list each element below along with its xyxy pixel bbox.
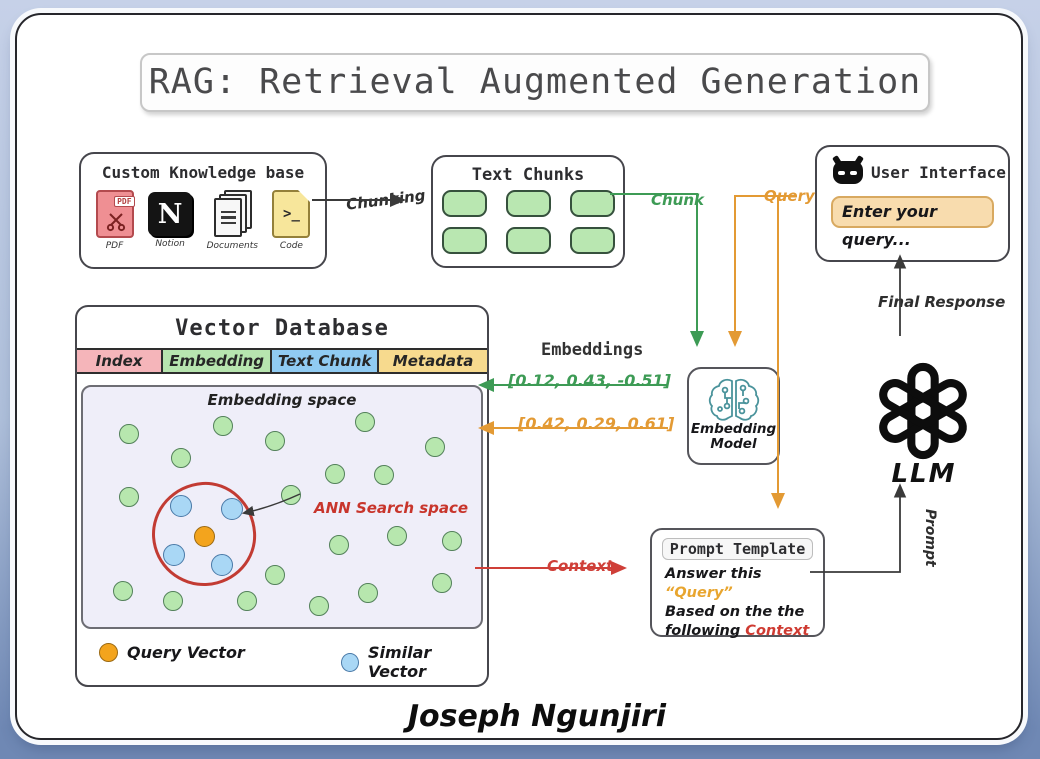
brain-circuit-icon <box>708 378 759 421</box>
bot-icon <box>832 155 864 184</box>
text-chunk <box>505 227 551 254</box>
vector-point <box>432 573 452 593</box>
final-response-label: Final Response <box>878 293 1006 311</box>
chunking-label: Chunking <box>345 186 427 214</box>
source-label: PDF <box>105 241 124 251</box>
embedding-space-title: Embedding space <box>207 391 357 409</box>
vector-point <box>171 448 191 468</box>
page-fold <box>298 190 311 202</box>
text-chunk <box>441 190 487 217</box>
query-input[interactable]: Enter your query... <box>831 196 994 249</box>
source-pdf: PDF PDF <box>95 190 135 251</box>
code-glyph: >_ <box>283 206 300 222</box>
vector-point <box>329 535 349 555</box>
prompt-label: Prompt <box>922 509 938 567</box>
text-chunk <box>569 190 615 217</box>
vector-point <box>265 431 285 451</box>
page-title: RAG: Retrieval Augmented Generation <box>140 53 930 112</box>
vdb-column-index: Index <box>77 350 164 372</box>
legend-label: Query Vector <box>127 643 245 662</box>
vector-point <box>374 465 394 485</box>
diagram-canvas: RAG: Retrieval Augmented Generation Cust… <box>15 13 1023 740</box>
vdb-column-metadata: Metadata <box>379 350 487 372</box>
user-interface-title: User Interface <box>871 163 1006 182</box>
vector-point <box>213 416 233 436</box>
similar-vector-point <box>221 498 243 520</box>
embedding-model-label-2: Model <box>710 436 757 452</box>
vector-point <box>237 591 257 611</box>
user-interface-box: User Interface Enter your query... <box>815 145 1010 262</box>
embedding-space: Embedding space ANN Search space <box>81 385 483 629</box>
source-code: >_ Code <box>272 190 311 251</box>
chunk-embedding-value: [0.12, 0.43, -0.51] <box>508 371 671 390</box>
text-chunk <box>505 190 551 217</box>
legend-label: Similar Vector <box>367 643 432 681</box>
code-file-icon: >_ <box>272 190 311 238</box>
vdb-header-row: Index Embedding Text Chunk Metadata <box>77 348 487 374</box>
similar-vector-point <box>211 554 233 576</box>
vector-database-box: Vector Database Index Embedding Text Chu… <box>75 305 489 687</box>
similar-vector-swatch <box>341 652 359 672</box>
source-documents: Documents <box>207 190 258 251</box>
prompt-template-title: Prompt Template <box>661 538 814 560</box>
knowledge-source-row: PDF PDF N Notion <box>81 190 325 251</box>
vector-point <box>113 581 133 601</box>
vector-database-title: Vector Database <box>175 316 389 341</box>
openai-logo-icon <box>879 362 967 460</box>
vector-point <box>119 424 139 444</box>
pdf-badge: PDF <box>114 196 135 207</box>
source-label: Notion <box>155 239 185 249</box>
llm-label: LLM <box>891 459 957 489</box>
vector-point <box>309 596 329 616</box>
similar-vector-point <box>170 495 192 517</box>
similar-vector-point <box>163 544 185 566</box>
context-highlight: Context <box>745 623 810 639</box>
query-embedding-value: [0.42, 0.29, 0.61] <box>518 414 675 433</box>
vector-point <box>387 526 407 546</box>
documents-icon <box>212 190 253 238</box>
vdb-column-text-chunk: Text Chunk <box>272 350 380 372</box>
source-label: Code <box>279 241 303 251</box>
pdf-file-icon: PDF <box>95 190 135 238</box>
embedding-model-box: Embedding Model <box>687 367 780 465</box>
query-label: Query <box>764 187 815 205</box>
text-chunk <box>441 227 487 254</box>
vector-point <box>325 464 345 484</box>
vector-point <box>358 583 378 603</box>
author-signature: Joseph Ngunjiri <box>407 699 667 734</box>
ann-search-label: ANN Search space <box>314 499 469 517</box>
embeddings-heading: Embeddings <box>541 340 644 360</box>
knowledge-base-box: Custom Knowledge base PDF PDF <box>79 152 327 269</box>
legend-similar-vector: Similar Vector <box>341 643 487 681</box>
context-label: Context <box>547 557 614 575</box>
chunk-label: Chunk <box>651 191 705 209</box>
vector-point <box>163 591 183 611</box>
source-label: Documents <box>206 241 258 251</box>
vector-point <box>119 487 139 507</box>
text-chunk <box>569 227 615 254</box>
vdb-column-embedding: Embedding <box>163 350 273 372</box>
query-vector-swatch <box>99 643 118 662</box>
knowledge-base-title: Custom Knowledge base <box>101 163 305 182</box>
vector-point <box>281 485 301 505</box>
legend-query-vector: Query Vector <box>99 643 245 662</box>
vector-point <box>425 437 445 457</box>
vector-point <box>442 531 462 551</box>
query-highlight: “Query” <box>665 585 733 601</box>
vector-point <box>355 412 375 432</box>
query-vector-point <box>193 525 215 547</box>
chunk-grid <box>433 190 623 254</box>
text-chunks-box: Text Chunks <box>431 155 625 268</box>
text-chunks-title: Text Chunks <box>471 165 585 185</box>
source-notion: N Notion <box>148 190 193 251</box>
vector-point <box>265 565 285 585</box>
prompt-template-box: Prompt Template Answer this “Query” Base… <box>650 528 825 639</box>
embedding-model-label-1: Embedding <box>690 421 777 437</box>
scissors-icon <box>106 213 125 232</box>
notion-icon: N <box>148 192 193 236</box>
prompt-template-text: Answer this “Query” Based on the the fol… <box>665 566 810 639</box>
